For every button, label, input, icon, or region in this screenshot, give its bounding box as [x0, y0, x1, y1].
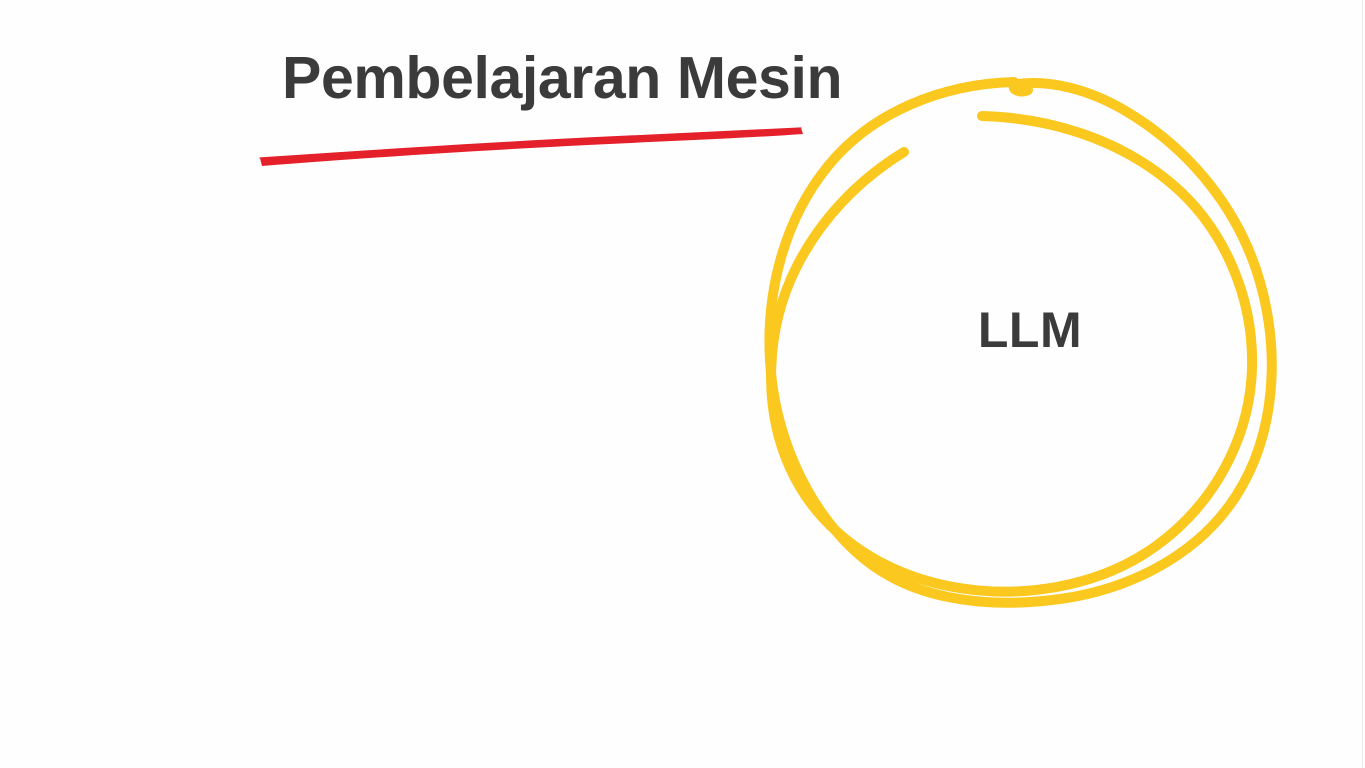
yellow-circle-icon: [764, 77, 1277, 608]
red-underline-icon: [259, 127, 803, 166]
llm-annotation-group: LLM: [752, 60, 1292, 620]
slide-edge-rule: [1362, 0, 1363, 768]
title-block: Pembelajaran Mesin: [258, 46, 843, 166]
page-title: Pembelajaran Mesin: [282, 45, 843, 111]
